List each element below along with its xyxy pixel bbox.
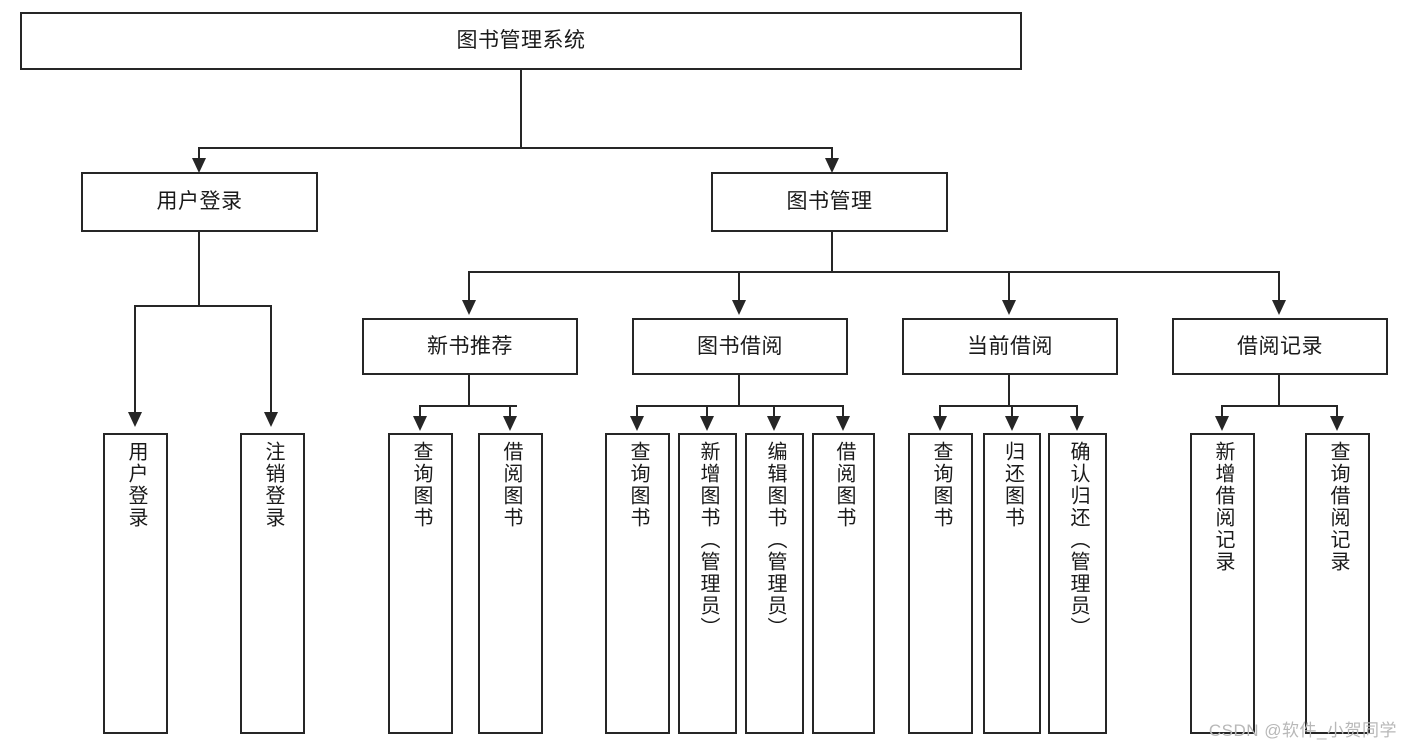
- connector-drop-query-book-2: [636, 405, 638, 419]
- node-label: 查询图书: [410, 441, 432, 529]
- arrowhead-edit-book: [767, 416, 781, 431]
- connector-drop-query-record: [1336, 405, 1338, 419]
- leaf-user-login[interactable]: 用户登录: [103, 433, 168, 734]
- watermark-text: CSDN @软件_小贺同学: [1208, 721, 1397, 740]
- connector-stem-book-manage: [831, 232, 833, 273]
- connector-drop-book-manage: [831, 147, 833, 161]
- node-label: 用户登录: [125, 441, 147, 529]
- leaf-query-borrow-record[interactable]: 查询借阅记录: [1305, 433, 1370, 734]
- arrowhead-borrow-record: [1272, 300, 1286, 315]
- connector-bus-current-borrow: [939, 405, 1078, 407]
- connector-level1-bus: [198, 147, 832, 149]
- arrowhead-add-book: [700, 416, 714, 431]
- node-label: 查询借阅记录: [1327, 441, 1349, 573]
- node-book-management[interactable]: 图书管理: [711, 172, 948, 232]
- leaf-query-book-recommend[interactable]: 查询图书: [388, 433, 453, 734]
- connector-drop-current-borrow: [1008, 271, 1010, 303]
- node-borrow-record[interactable]: 借阅记录: [1172, 318, 1388, 375]
- leaf-borrow-book[interactable]: 借阅图书: [812, 433, 875, 734]
- node-user-login[interactable]: 用户登录: [81, 172, 318, 232]
- arrowhead-query-record: [1330, 416, 1344, 431]
- arrowhead-leaf-user-login: [128, 412, 142, 427]
- node-label: 借阅记录: [1237, 334, 1323, 358]
- node-label: 当前借阅: [967, 334, 1053, 358]
- connector-drop-query-book-3: [939, 405, 941, 419]
- leaf-add-book-admin[interactable]: 新增图书（管理员）: [678, 433, 737, 734]
- arrowhead-borrow-book-2: [836, 416, 850, 431]
- connector-stem-borrow: [738, 375, 740, 407]
- arrowhead-query-book-1: [413, 416, 427, 431]
- connector-drop-edit-book: [773, 405, 775, 419]
- connector-stem-user-login: [198, 232, 200, 306]
- node-label: 借阅图书: [500, 441, 522, 529]
- leaf-return-book[interactable]: 归还图书: [983, 433, 1041, 734]
- connector-bus-level2: [468, 271, 1280, 273]
- node-label: 借阅图书: [833, 441, 855, 529]
- connector-bus-borrow-record: [1221, 405, 1337, 407]
- connector-root-stem: [520, 70, 522, 148]
- connector-drop-borrow: [738, 271, 740, 303]
- arrowhead-new-books: [462, 300, 476, 315]
- connector-drop-leaf-logout: [270, 305, 272, 415]
- arrowhead-current-borrow: [1002, 300, 1016, 315]
- arrowhead-leaf-logout: [264, 412, 278, 427]
- node-label: 用户登录: [156, 190, 243, 214]
- node-label: 新书推荐: [427, 334, 513, 358]
- connector-bus-borrow: [636, 405, 844, 407]
- connector-bus-new-books: [419, 405, 517, 407]
- arrowhead-add-record: [1215, 416, 1229, 431]
- arrowhead-borrow-book-1: [503, 416, 517, 431]
- leaf-borrow-book-recommend[interactable]: 借阅图书: [478, 433, 543, 734]
- connector-drop-return-book: [1011, 405, 1013, 419]
- connector-drop-new-books: [468, 271, 470, 303]
- node-new-book-recommend[interactable]: 新书推荐: [362, 318, 578, 375]
- node-label: 查询图书: [930, 441, 952, 529]
- node-label: 图书管理系统: [456, 29, 586, 53]
- node-current-borrow[interactable]: 当前借阅: [902, 318, 1118, 375]
- connector-stem-current-borrow: [1008, 375, 1010, 407]
- connector-stem-new-books: [468, 375, 470, 407]
- connector-bus-user-login: [134, 305, 270, 307]
- node-label: 注销登录: [262, 441, 284, 529]
- leaf-logout[interactable]: 注销登录: [240, 433, 305, 734]
- node-label: 新增借阅记录: [1212, 441, 1234, 573]
- node-label: 新增图书（管理员）: [697, 441, 719, 639]
- arrowhead-query-book-2: [630, 416, 644, 431]
- node-root-system[interactable]: 图书管理系统: [20, 12, 1022, 70]
- connector-drop-confirm-return: [1076, 405, 1078, 419]
- connector-drop-query-book-1: [419, 405, 421, 419]
- arrowhead-return-book: [1005, 416, 1019, 431]
- leaf-confirm-return-admin[interactable]: 确认归还（管理员）: [1048, 433, 1107, 734]
- node-label: 查询图书: [627, 441, 649, 529]
- arrowhead-confirm-return: [1070, 416, 1084, 431]
- leaf-query-book-borrow[interactable]: 查询图书: [605, 433, 670, 734]
- arrowhead-user-login: [192, 158, 206, 173]
- node-label: 确认归还（管理员）: [1067, 441, 1089, 639]
- node-label: 编辑图书（管理员）: [764, 441, 786, 639]
- connector-drop-add-record: [1221, 405, 1223, 419]
- connector-drop-borrow-record: [1278, 271, 1280, 303]
- leaf-query-book-current[interactable]: 查询图书: [908, 433, 973, 734]
- node-label: 图书借阅: [697, 334, 783, 358]
- arrowhead-query-book-3: [933, 416, 947, 431]
- node-label: 归还图书: [1001, 441, 1024, 529]
- connector-drop-borrow-book-2: [842, 405, 844, 419]
- node-book-borrow[interactable]: 图书借阅: [632, 318, 848, 375]
- node-label: 图书管理: [786, 190, 873, 214]
- leaf-add-borrow-record[interactable]: 新增借阅记录: [1190, 433, 1255, 734]
- connector-stem-borrow-record: [1278, 375, 1280, 407]
- connector-drop-add-book: [706, 405, 708, 419]
- connector-drop-leaf-user-login: [134, 305, 136, 415]
- leaf-edit-book-admin[interactable]: 编辑图书（管理员）: [745, 433, 804, 734]
- connector-drop-user-login: [198, 147, 200, 161]
- connector-drop-borrow-book-1: [509, 405, 511, 419]
- arrowhead-borrow: [732, 300, 746, 315]
- arrowhead-book-manage: [825, 158, 839, 173]
